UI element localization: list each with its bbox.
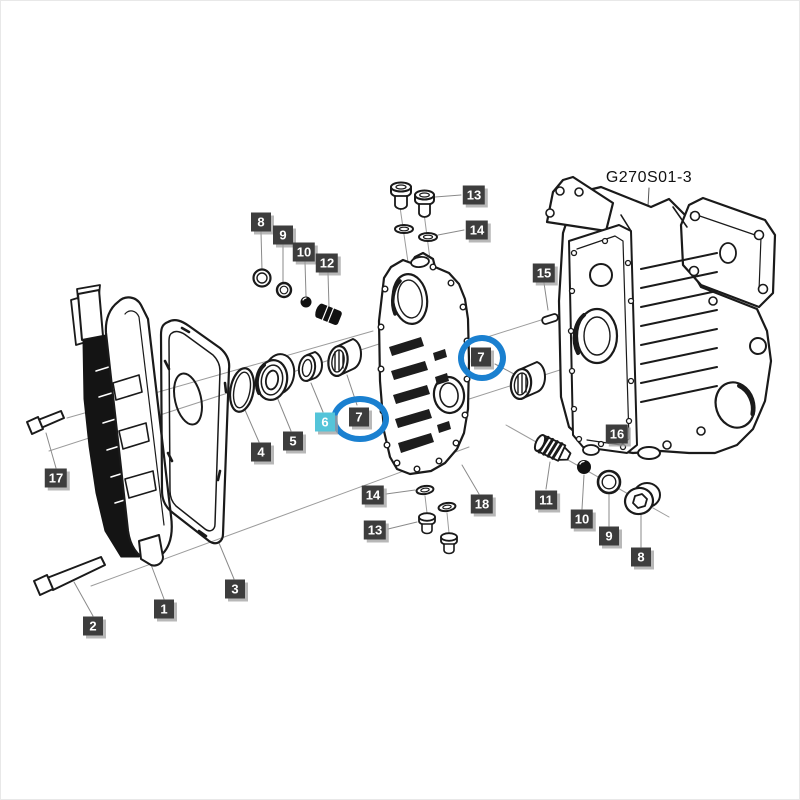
part-needle-bearing-right (509, 361, 546, 401)
part-steel-ball-left (300, 296, 312, 308)
part-label-18[interactable]: 18 (470, 494, 494, 514)
part-steel-ball-right (577, 460, 591, 474)
part-plugs-washers-top (390, 181, 438, 242)
diagram-code: G270S01-3 (605, 169, 693, 186)
selection-ring (458, 335, 506, 381)
part-detent-plug (315, 303, 342, 326)
part-label-12[interactable]: 12 (315, 253, 339, 273)
part-side-cover-plate (377, 251, 471, 476)
part-filter-assembly (70, 284, 173, 567)
part-relief-valve-spring (533, 434, 572, 462)
part-label-14[interactable]: 14 (465, 220, 489, 240)
part-long-bolt (33, 556, 106, 596)
part-short-bolt (26, 410, 65, 435)
part-label-2[interactable]: 2 (83, 616, 103, 636)
part-label-13[interactable]: 13 (462, 185, 486, 205)
part-cup-plug (252, 268, 272, 288)
part-label-1[interactable]: 1 (154, 599, 174, 619)
part-label-3[interactable]: 3 (225, 579, 245, 599)
part-label-11[interactable]: 11 (535, 490, 557, 510)
part-bearing-race (297, 351, 323, 382)
part-o-ring-9-right (596, 469, 622, 495)
part-needle-bearing-left (327, 338, 362, 378)
part-o-ring-large (228, 367, 256, 413)
part-label-8-right[interactable]: 8 (631, 547, 651, 567)
part-label-13-lower[interactable]: 13 (363, 520, 387, 540)
part-label-14-lower[interactable]: 14 (361, 485, 385, 505)
part-label-8[interactable]: 8 (251, 212, 271, 232)
part-ball-bearing (254, 353, 296, 401)
part-gasket (159, 319, 231, 545)
part-plugs-washers-bottom (415, 484, 458, 555)
part-label-7-circled-left[interactable]: 7 (349, 407, 369, 427)
part-label-10[interactable]: 10 (292, 242, 316, 262)
part-label-6-highlighted[interactable]: 6 (315, 412, 335, 432)
part-dowel-pin (541, 313, 559, 325)
part-socket-plug-8 (623, 482, 661, 516)
part-label-16[interactable]: 16 (605, 424, 629, 444)
part-label-10-right[interactable]: 10 (570, 509, 594, 529)
part-label-9[interactable]: 9 (273, 225, 293, 245)
part-o-ring-small-left (275, 281, 293, 299)
part-label-17[interactable]: 17 (44, 468, 68, 488)
part-label-9-right[interactable]: 9 (599, 526, 619, 546)
part-transmission-case (545, 175, 777, 460)
part-label-5[interactable]: 5 (283, 431, 303, 451)
part-label-15[interactable]: 15 (532, 263, 556, 283)
part-label-7-circled-right[interactable]: 7 (471, 347, 491, 367)
part-label-4[interactable]: 4 (251, 442, 271, 462)
